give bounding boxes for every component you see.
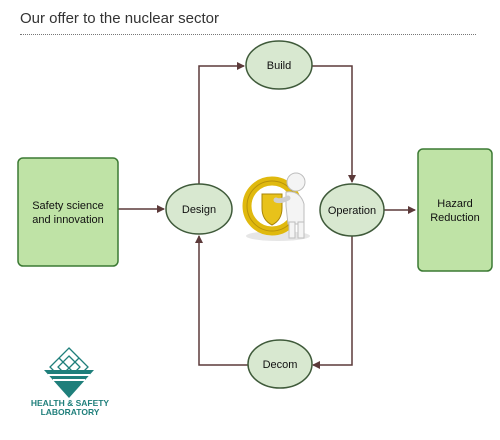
- arrow-operation-to-decom: [312, 236, 353, 369]
- hsl-logo-text: HEALTH & SAFETY LABORATORY: [24, 399, 116, 417]
- connectors: [118, 62, 416, 369]
- design-label: Design: [182, 204, 216, 216]
- operation-node: Operation: [319, 183, 385, 237]
- slide-title: Our offer to the nuclear sector: [20, 10, 219, 27]
- hsl-logo-line2: LABORATORY: [40, 407, 100, 417]
- hazard-reduction-label-line1: Hazard: [437, 198, 472, 210]
- operation-label: Operation: [328, 205, 376, 217]
- safety-science-label-line1: Safety science: [32, 200, 104, 212]
- figure-with-safety-shield-icon: [242, 172, 310, 241]
- safety-science-box: Safety science and innovation: [17, 157, 119, 267]
- hazard-reduction-label-line2: Reduction: [430, 212, 480, 224]
- hsl-logo-icon: [44, 347, 94, 398]
- safety-science-label-line2: and innovation: [32, 214, 104, 226]
- arrow-design-to-build: [198, 62, 245, 186]
- design-node: Design: [165, 183, 233, 235]
- build-node: Build: [245, 40, 313, 90]
- decom-node: Decom: [247, 339, 313, 389]
- arrow-decom-to-design: [195, 235, 249, 366]
- arrow-build-to-operation: [310, 65, 356, 183]
- hsl-logo-line1: HEALTH & SAFETY: [30, 398, 110, 408]
- title-divider: [20, 34, 476, 35]
- build-label: Build: [267, 60, 291, 72]
- hazard-reduction-box: Hazard Reduction: [417, 148, 493, 272]
- decom-label: Decom: [263, 359, 298, 371]
